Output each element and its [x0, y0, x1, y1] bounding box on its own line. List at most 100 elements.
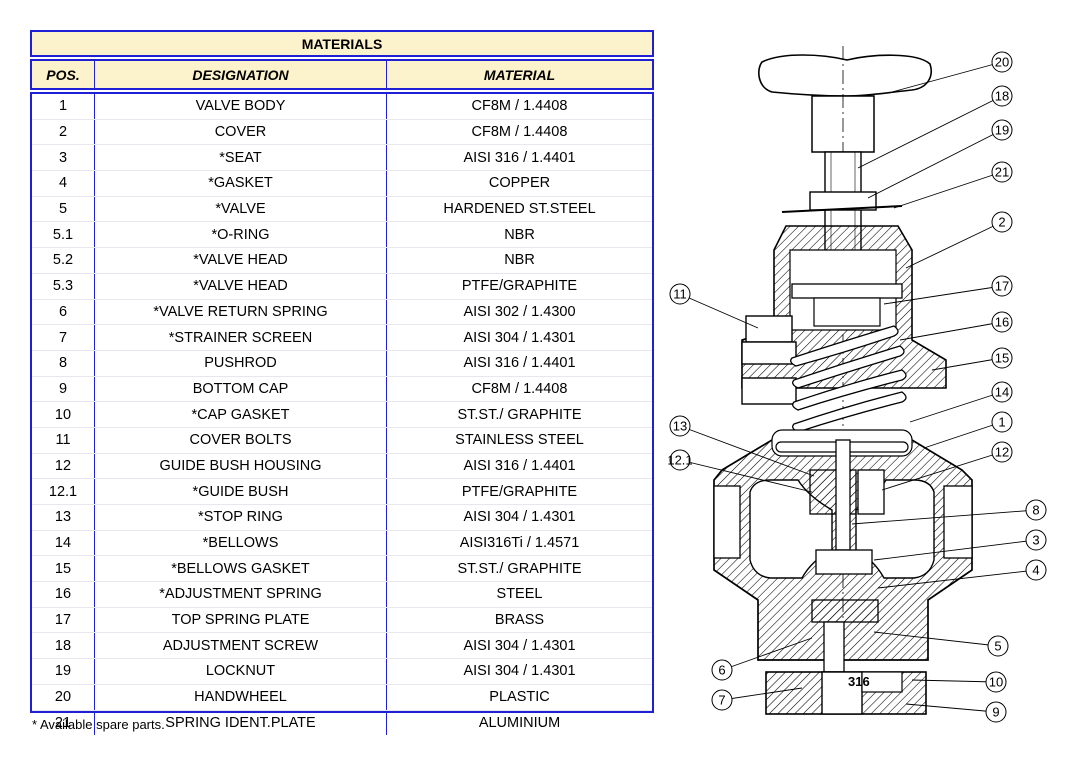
callout-circle [991, 381, 1013, 403]
callout-15: 15 [931, 347, 1013, 371]
cell-designation: TOP SPRING PLATE [94, 607, 386, 633]
leader-line [905, 221, 1003, 269]
cell-designation: COVER [94, 119, 386, 145]
callout-circle [991, 211, 1013, 233]
cell-designation: ADJUSTMENT SCREW [94, 633, 386, 659]
cell-pos: 15 [54, 560, 72, 577]
cell-material: AISI 304 / 1.4301 [386, 325, 652, 350]
cell-pos: 10 [54, 406, 72, 423]
cell-pos: 12 [54, 457, 72, 474]
callout-label: 11 [673, 287, 687, 302]
callout-label: 4 [1032, 563, 1039, 578]
cell-designation: *VALVE HEAD [94, 273, 386, 299]
callout-18: 18 [857, 85, 1013, 169]
cell-pos: 4 [58, 175, 68, 192]
callout-label: 10 [989, 675, 1003, 690]
header-designation: DESIGNATION [94, 61, 386, 88]
callout-20: 20 [891, 51, 1013, 93]
callout-circle [991, 85, 1013, 107]
callout-6: 6 [711, 637, 813, 681]
cell-material: COPPER [386, 171, 652, 196]
cell-pos: 5.3 [52, 278, 74, 295]
leader-line [891, 61, 1003, 93]
leader-line [909, 391, 1003, 423]
leader-line [851, 509, 1037, 525]
callout-11: 11 [669, 283, 759, 329]
cell-material: CF8M / 1.4408 [386, 94, 652, 119]
cell-pos: 21 [54, 714, 72, 731]
cell-pos: 5.1 [52, 226, 74, 243]
cell-material: AISI 316 / 1.4401 [386, 145, 652, 171]
cell-pos: 11 [55, 432, 71, 449]
cell-material: CF8M / 1.4408 [386, 376, 652, 402]
cell-material: STAINLESS STEEL [386, 427, 652, 453]
cell-designation: HANDWHEEL [94, 684, 386, 710]
callout-label: 12.1 [667, 453, 692, 468]
cell-material: HARDENED ST.STEEL [386, 196, 652, 222]
leader-line [721, 687, 803, 701]
callout-circle [985, 701, 1007, 723]
cell-material: AISI 304 / 1.4301 [386, 505, 652, 530]
callout-4: 4 [877, 559, 1047, 589]
callout-label: 20 [995, 55, 1009, 70]
cell-material: AISI 316 / 1.4401 [386, 350, 652, 376]
callout-1: 1 [923, 411, 1013, 449]
callout-19: 19 [867, 119, 1013, 199]
cell-designation: PUSHROD [94, 350, 386, 376]
footnote: * Available spare parts. [32, 717, 165, 732]
valve-section-drawing: 316 201819212171615141128345109111312.16… [667, 46, 1047, 723]
callout-21: 21 [893, 161, 1013, 209]
bottom-cap: 316 [765, 671, 927, 715]
body-marking: 316 [848, 674, 870, 689]
cell-designation: *GUIDE BUSH [94, 479, 386, 504]
cell-designation: *VALVE HEAD [94, 248, 386, 273]
cell-material: AISI 304 / 1.4301 [386, 659, 652, 684]
callout-label: 17 [995, 279, 1009, 294]
cover-bolts [741, 315, 797, 405]
cell-material: AISI 304 / 1.4301 [386, 633, 652, 659]
callout-12: 12 [881, 441, 1013, 491]
callout-circle [991, 119, 1013, 141]
callout-circle [991, 347, 1013, 369]
table-header: POS. DESIGNATION MATERIAL [30, 59, 654, 90]
cell-designation: BOTTOM CAP [94, 376, 386, 402]
callout-circle [1025, 529, 1047, 551]
callout-label: 2 [998, 215, 1005, 230]
leader-line [911, 679, 997, 683]
cell-designation: *GASKET [94, 171, 386, 196]
leader-line [923, 421, 1003, 449]
callout-label: 15 [995, 351, 1009, 366]
leader-line [721, 637, 813, 671]
leader-line [857, 95, 1003, 169]
callout-9: 9 [905, 701, 1007, 723]
leader-line [873, 539, 1037, 561]
cell-designation: *CAP GASKET [94, 402, 386, 427]
callout-label: 13 [673, 419, 687, 434]
cell-designation: *SEAT [94, 145, 386, 171]
cell-designation: SPRING IDENT.PLATE [94, 710, 386, 736]
materials-title: MATERIALS [30, 30, 654, 57]
callout-circle [991, 411, 1013, 433]
cell-pos: 14 [54, 535, 72, 552]
callout-circle [669, 449, 691, 471]
callout-circle [991, 161, 1013, 183]
cell-designation: VALVE BODY [94, 94, 386, 119]
cell-designation: *ADJUSTMENT SPRING [94, 582, 386, 607]
cell-material: NBR [386, 248, 652, 273]
cell-material: BRASS [386, 607, 652, 633]
cell-material: STEEL [386, 582, 652, 607]
callout-circle [711, 659, 733, 681]
callout-label: 21 [995, 165, 1009, 180]
